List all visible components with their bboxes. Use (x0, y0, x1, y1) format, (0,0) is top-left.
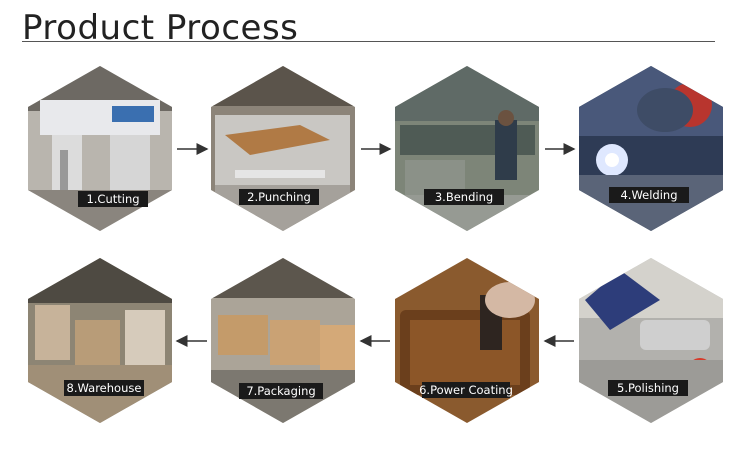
step-packaging: 7.Packaging (211, 258, 355, 423)
bending-workshop-photo (395, 66, 539, 231)
step-polishing: 5.Polishing (579, 258, 723, 423)
step-cutting: 1.Cutting (28, 66, 172, 231)
step-label: 5.Polishing (617, 381, 679, 395)
packaging-photo (211, 258, 355, 423)
step-label: 6.Power Coating (419, 383, 513, 397)
step-label: 8.Warehouse (67, 381, 142, 395)
step-punching: 2.Punching (211, 66, 355, 231)
step-welding: 4.Welding (579, 66, 723, 231)
step-label: 2.Punching (247, 190, 311, 204)
step-label: 1.Cutting (86, 192, 139, 206)
welding-photo (579, 66, 723, 231)
step-warehouse: 8.Warehouse (28, 258, 172, 423)
warehouse-photo (28, 258, 172, 423)
title-underline (22, 41, 715, 42)
step-label: 7.Packaging (246, 384, 315, 398)
step-label: 3.Bending (435, 190, 493, 204)
power-coating-photo (395, 258, 539, 423)
step-bending: 3.Bending (395, 66, 539, 231)
step-power-coating: 6.Power Coating (395, 258, 539, 423)
punching-machine-photo (211, 66, 355, 231)
polishing-photo (579, 258, 723, 423)
step-label: 4.Welding (620, 188, 677, 202)
